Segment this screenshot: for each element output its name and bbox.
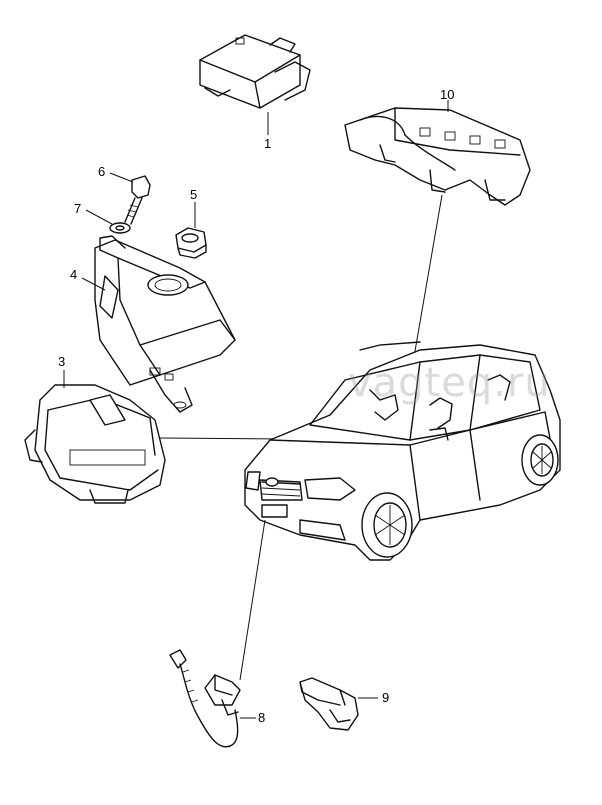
- washer-part: [109, 222, 131, 234]
- clip-connector-part: [299, 677, 359, 731]
- bracket-harness-part: [344, 107, 531, 206]
- callout-3: 3: [58, 354, 66, 369]
- callout-7: 7: [74, 201, 82, 216]
- watermark-text: vagteq.ru: [348, 360, 551, 406]
- callout-9: 9: [382, 690, 390, 705]
- siren-unit-part: [94, 235, 236, 413]
- callout-6: 6: [98, 164, 106, 179]
- control-module-part: [199, 34, 311, 109]
- nut-part: [175, 227, 207, 259]
- callout-4: 4: [70, 267, 78, 282]
- sensor-cable-part: [169, 649, 241, 748]
- sensor-housing-part: [24, 384, 166, 504]
- callout-8: 8: [258, 710, 266, 725]
- car-illustration: [244, 341, 561, 561]
- callout-5: 5: [190, 187, 198, 202]
- callout-10: 10: [440, 87, 455, 102]
- callout-1: 1: [264, 136, 272, 151]
- bolt-part: [124, 175, 151, 225]
